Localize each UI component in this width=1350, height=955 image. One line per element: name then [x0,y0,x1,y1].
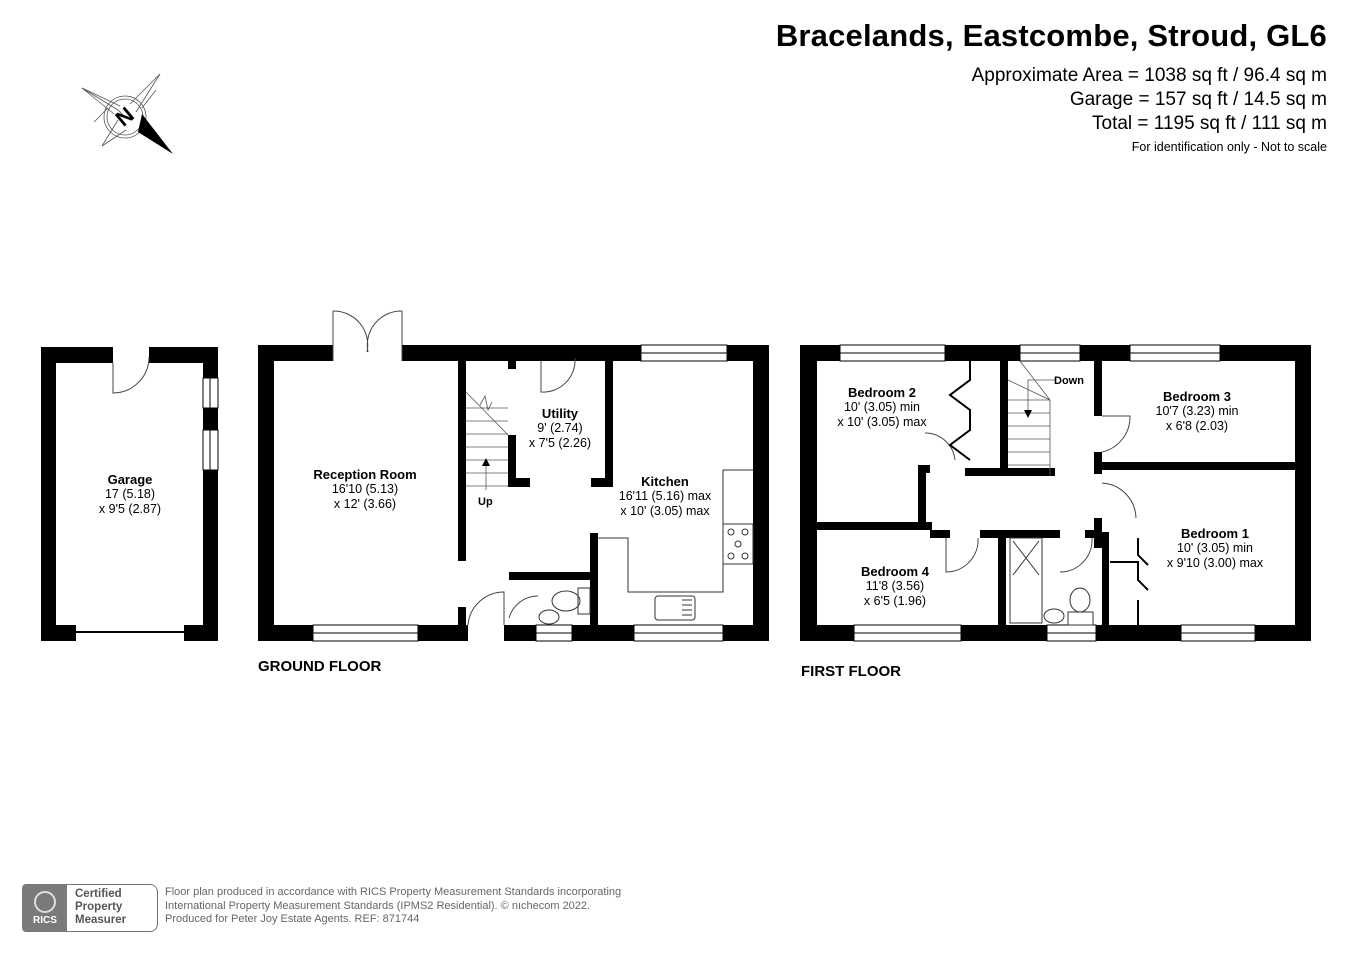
north-compass-icon: N [81,73,173,154]
room-bedroom-4: Bedroom 4 11'8 (3.56) x 6'5 (1.96) [861,564,929,608]
rics-lion-icon [34,891,56,913]
footer-disclaimer: Floor plan produced in accordance with R… [165,886,622,925]
scale-disclaimer: For identification only - Not to scale [1131,140,1327,154]
rics-certified-badge: RICS Certified Property Measurer [22,884,158,932]
room-bedroom-1: Bedroom 1 10' (3.05) min x 9'10 (3.00) m… [1166,526,1264,570]
room-garage: Garage 17 (5.18) x 9'5 (2.87) [98,472,162,516]
rics-logo: RICS [23,885,67,931]
garage-walls [41,347,218,641]
stairs-up-label: Up [478,496,493,508]
property-title: Bracelands, Eastcombe, Stroud, GL6 [775,18,1327,53]
room-reception: Reception Room 16'10 (5.13) x 12' (3.66) [313,467,417,511]
approximate-area: Approximate Area = 1038 sq ft / 96.4 sq … [971,65,1327,86]
stairs-down-label: Down [1054,375,1084,387]
garage-area: Garage = 157 sq ft / 14.5 sq m [1069,89,1327,110]
area-summary: Approximate Area = 1038 sq ft / 96.4 sq … [972,64,1327,136]
room-utility: Utility 9' (2.74) x 7'5 (2.26) [528,406,592,450]
ground-floor-label: GROUND FLOOR [258,658,382,675]
room-bedroom-2: Bedroom 2 10' (3.05) min x 10' (3.05) ma… [837,385,927,429]
first-floor-label: FIRST FLOOR [801,663,901,680]
room-bedroom-3: Bedroom 3 10'7 (3.23) min x 6'8 (2.03) [1155,389,1239,433]
total-area: Total = 1195 sq ft / 111 sq m [1092,113,1327,134]
room-kitchen: Kitchen 16'11 (5.16) max x 10' (3.05) ma… [618,474,712,518]
